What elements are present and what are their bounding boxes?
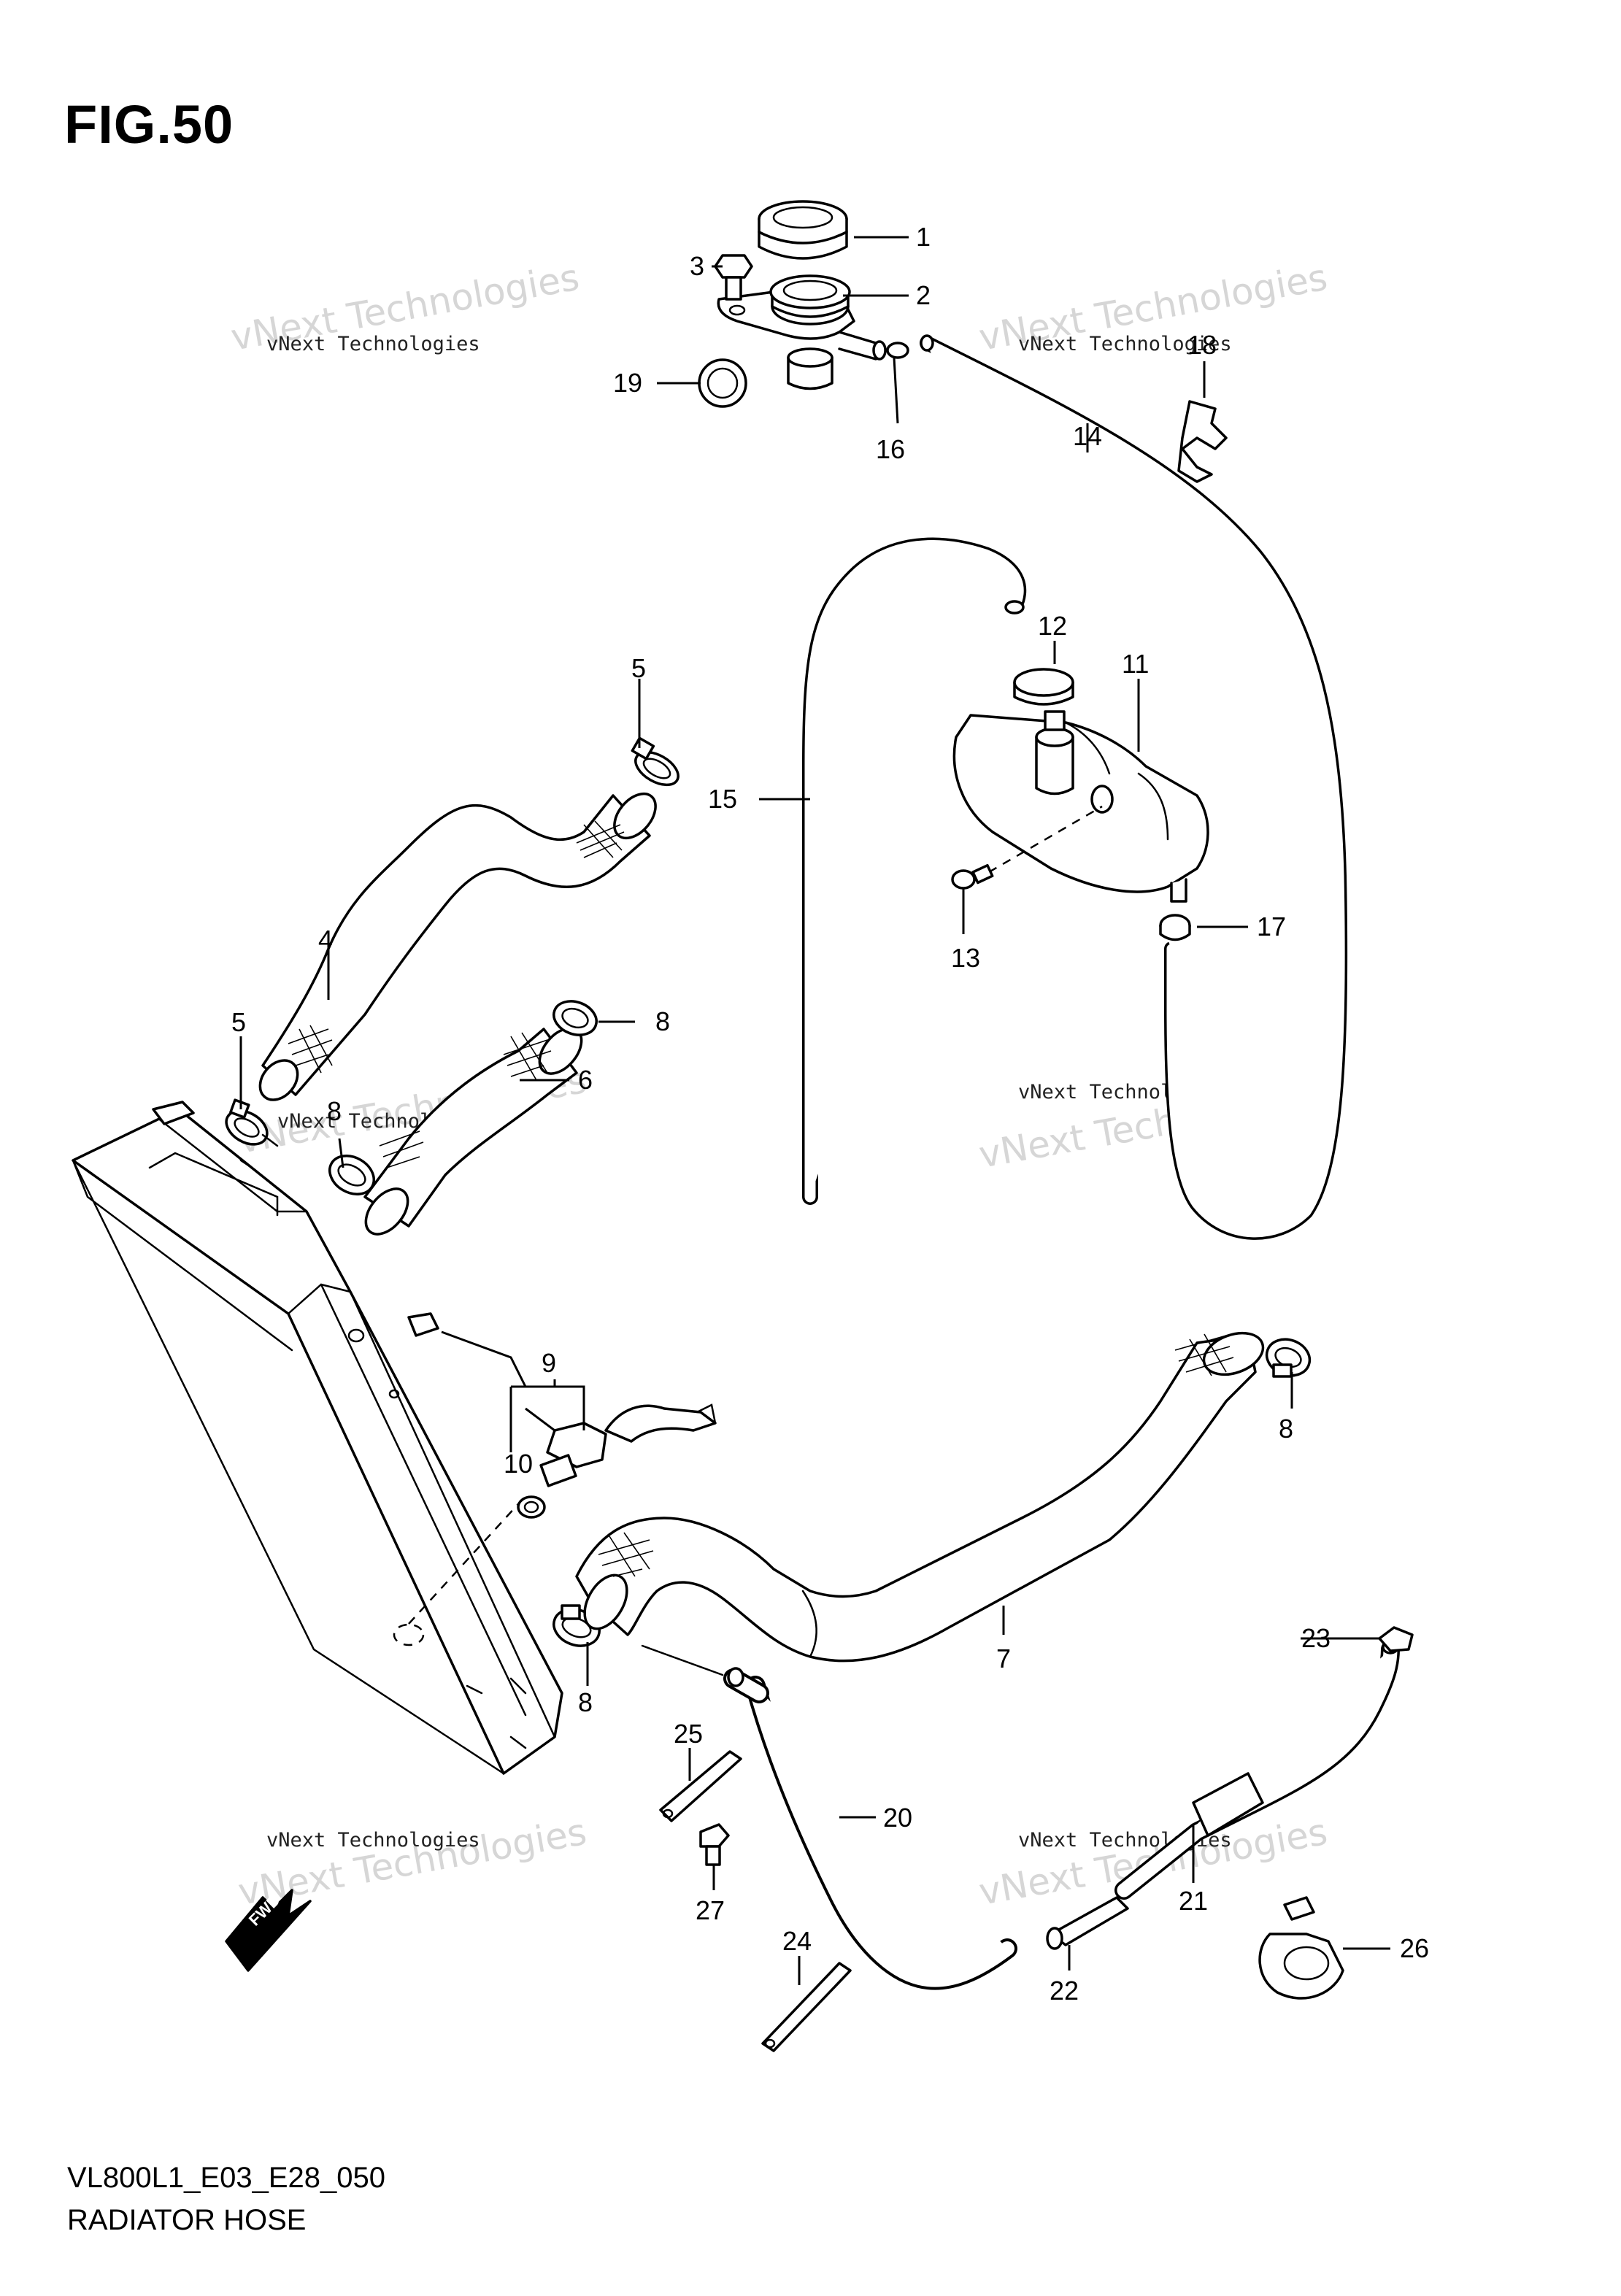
callout-8a: 8	[655, 1006, 670, 1036]
callout-12: 12	[1038, 611, 1067, 641]
callout-10: 10	[504, 1449, 533, 1479]
callout-1: 1	[916, 222, 931, 252]
part-8-clamp-b	[328, 1155, 375, 1195]
callout-8c: 8	[1279, 1414, 1293, 1444]
callout-8b: 8	[327, 1096, 342, 1126]
part-21-water-hose	[1114, 1640, 1400, 1900]
callout-7: 7	[996, 1644, 1011, 1673]
callout-26: 26	[1400, 1933, 1429, 1963]
callout-5b: 5	[231, 1007, 246, 1037]
part-12-tank-cap	[1013, 668, 1074, 706]
callout-3: 3	[690, 251, 704, 281]
part-17-clamp	[1159, 914, 1191, 941]
part-15-breather-hose	[802, 537, 1027, 1205]
callout-8d: 8	[578, 1687, 593, 1717]
part-5-clamp-upper	[631, 736, 679, 787]
callout-19: 19	[613, 368, 642, 398]
part-4-radiator-upper-hose	[258, 792, 657, 1101]
part-2-filler-neck	[717, 274, 887, 390]
part-6-radiator-hose	[363, 1027, 583, 1236]
watermark-text-5: vNext Technologies	[266, 1829, 480, 1852]
part-25-strap	[659, 1750, 742, 1822]
part-8-clamp-c	[1265, 1338, 1312, 1378]
figure-title: FIG.50	[64, 94, 234, 155]
watermark-text-2: vNext Technologies	[1018, 333, 1232, 355]
callout-numbers: 1 2 3 4 5 5 6 7 8 8 8 8 9 10 11 12 13 14…	[231, 222, 1429, 2006]
callout-24: 24	[782, 1926, 812, 1956]
callout-17: 17	[1257, 912, 1286, 941]
callout-6: 6	[578, 1065, 593, 1095]
callout-21: 21	[1179, 1886, 1208, 1916]
callout-5a: 5	[631, 653, 646, 683]
footer-diagram-name: RADIATOR HOSE	[67, 2204, 307, 2236]
callout-2: 2	[916, 280, 931, 310]
callout-18: 18	[1187, 330, 1217, 360]
callout-15: 15	[708, 784, 737, 814]
leader-lines	[239, 236, 1390, 1985]
part-20-bypass-hose	[641, 1644, 1017, 1990]
callout-27: 27	[696, 1895, 725, 1925]
part-19-clamp	[698, 358, 747, 408]
part-23-clamp	[1378, 1626, 1414, 1652]
part-24-strap	[761, 1962, 852, 2052]
callout-16: 16	[876, 434, 905, 464]
callout-23: 23	[1301, 1623, 1331, 1653]
callout-22: 22	[1050, 1976, 1079, 2006]
part-26-clamp	[1258, 1896, 1344, 2000]
part-7-radiator-lower-hose	[575, 1331, 1265, 1663]
callout-4: 4	[318, 925, 333, 955]
callout-25: 25	[674, 1719, 703, 1749]
part-13-screw	[951, 805, 1103, 890]
callout-14: 14	[1073, 421, 1102, 451]
part-8-clamp-a	[552, 1000, 598, 1036]
part-5-clamp-lower	[225, 1098, 269, 1146]
callout-13: 13	[951, 943, 980, 973]
part-22-union	[1046, 1896, 1129, 1950]
callout-9: 9	[542, 1348, 556, 1378]
callout-11: 11	[1122, 649, 1149, 679]
part-10-gasket	[517, 1495, 546, 1519]
part-18-clip	[1177, 400, 1228, 483]
watermark-text-1: vNext Technologies	[266, 333, 480, 355]
part-1-radiator-cap	[758, 200, 848, 260]
fwd-arrow: FWD	[225, 1889, 312, 1972]
part-27-bolt	[699, 1823, 730, 1866]
footer-diagram-code: VL800L1_E03_E28_050	[67, 2162, 385, 2194]
radiator	[72, 1101, 563, 1775]
part-9-thermo-switch	[539, 1403, 717, 1487]
callout-20: 20	[883, 1803, 912, 1833]
part-16-clip	[886, 342, 909, 359]
part-3-bolt	[714, 254, 753, 301]
part-11-reservoir-tank	[952, 710, 1209, 903]
